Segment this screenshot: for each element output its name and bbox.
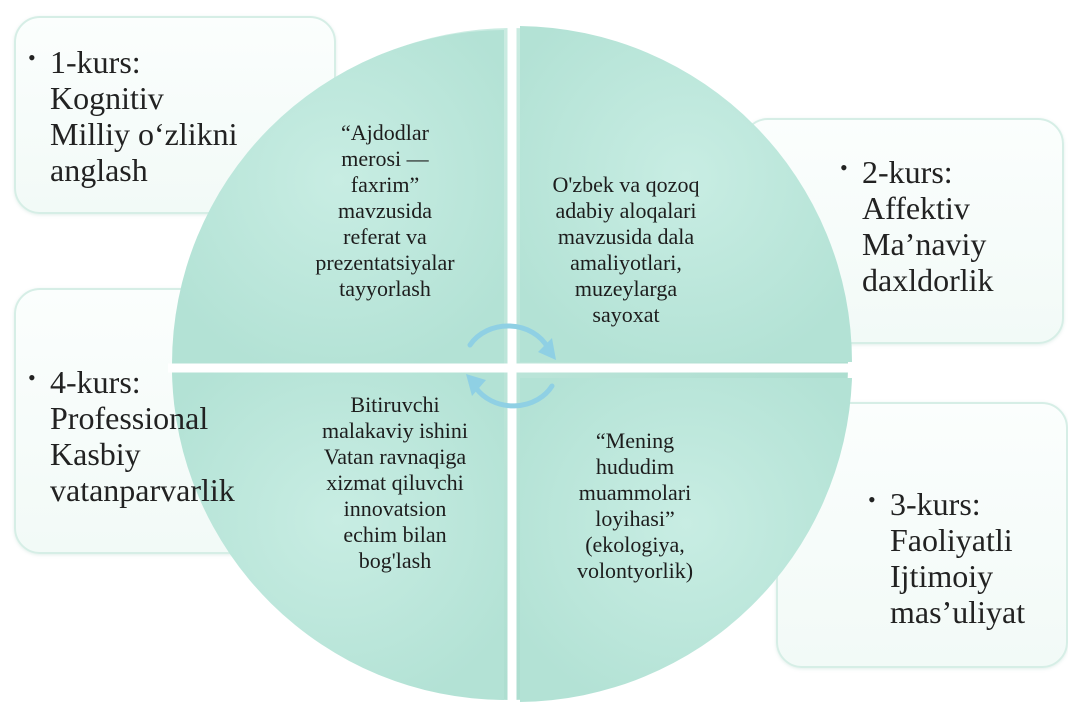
bullet-icon: • [28, 365, 36, 390]
stage-course: 1-kurs: [50, 44, 141, 80]
activity-line: O'zbek va qozoq [552, 172, 700, 197]
activity-line: faxrim” [350, 172, 420, 197]
activity-line: muammolari [578, 480, 692, 505]
activity-line: muzeylarga [574, 276, 678, 301]
stage-course: 2-kurs: [862, 154, 953, 190]
stage-line: Ijtimoiy [890, 558, 994, 594]
quadrant-top-right [520, 26, 853, 362]
activity-line: bog'lash [358, 548, 432, 573]
activity-line: xizmat qiluvchi [326, 470, 464, 495]
activity-line: sayoxat [592, 302, 660, 327]
stage-line: Affektiv [862, 190, 970, 226]
quadrant-bottom-right [520, 378, 852, 702]
activity-line: Vatan ravnaqiga [323, 444, 467, 469]
quadrant-top-left [172, 30, 504, 364]
activity-line: adabiy aloqalari [555, 198, 697, 223]
activity-line: loyihasi” [595, 506, 675, 531]
stage-line: Faoliyatli [890, 522, 1013, 558]
circle-quadrants [172, 26, 853, 702]
activity-text-2: O'zbek va qozoq adabiy aloqalari mavzusi… [526, 172, 726, 328]
activity-text-1: “Ajdodlar merosi — faxrim” mavzusida ref… [270, 120, 500, 302]
activity-line: mavzusida dala [557, 224, 695, 249]
activity-line: hududim [595, 454, 675, 479]
bullet-icon: • [840, 155, 848, 180]
stage-course: 4-kurs: [50, 364, 141, 400]
activity-line: innovatsion [343, 496, 447, 521]
activity-line: volontyorlik) [576, 558, 694, 583]
activity-line: prezentatsiyalar [315, 250, 455, 275]
stage-line: vatanparvarlik [50, 472, 235, 508]
bullet-icon: • [868, 487, 876, 512]
activity-line: “Ajdodlar [341, 120, 429, 145]
stage-course: 3-kurs: [890, 486, 981, 522]
stage-line: Kognitiv [50, 80, 164, 116]
stage-label-2: • 2-kurs: Affektiv Ma’naviy daxldorlik [840, 150, 994, 298]
activity-line: malakaviy ishini [321, 418, 469, 443]
stage-line: anglash [50, 152, 148, 188]
stage-line: daxldorlik [862, 262, 994, 298]
activity-line: amaliyotlari, [570, 250, 682, 275]
activity-line: tayyorlash [339, 276, 431, 301]
cycle-arrows-icon [466, 323, 556, 409]
activity-line: referat va [343, 224, 427, 249]
activity-line: echim bilan [343, 522, 447, 547]
activity-line: merosi — [341, 146, 429, 171]
activity-line: “Mening [595, 428, 675, 453]
stage-label-4: • 4-kurs: Professional Kasbiy vatanparvar… [28, 360, 235, 508]
stage-line: mas’uliyat [890, 594, 1026, 630]
stage-line: Ma’naviy [862, 226, 987, 262]
activity-text-4: Bitiruvchi malakaviy ishini Vatan ravnaq… [280, 392, 510, 574]
stage-label-3: • 3-kurs: Faoliyatli Ijtimoiy mas’uliyat [868, 482, 1025, 630]
stage-line: Kasbiy [50, 436, 141, 472]
stage-line: Professional [50, 400, 209, 436]
stage-line: Milliy o‘zlikni [50, 116, 238, 152]
quadrant-bottom-left [172, 372, 504, 700]
activity-text-3: “Mening hududim muammolari loyihasi” (ek… [540, 428, 730, 584]
activity-line: (ekologiya, [585, 532, 685, 557]
bullet-icon: • [28, 45, 36, 70]
activity-line: mavzusida [337, 198, 433, 223]
activity-line: Bitiruvchi [350, 392, 440, 417]
stage-label-1: • 1-kurs: Kognitiv Milliy o‘zlikni anglas… [28, 40, 238, 188]
